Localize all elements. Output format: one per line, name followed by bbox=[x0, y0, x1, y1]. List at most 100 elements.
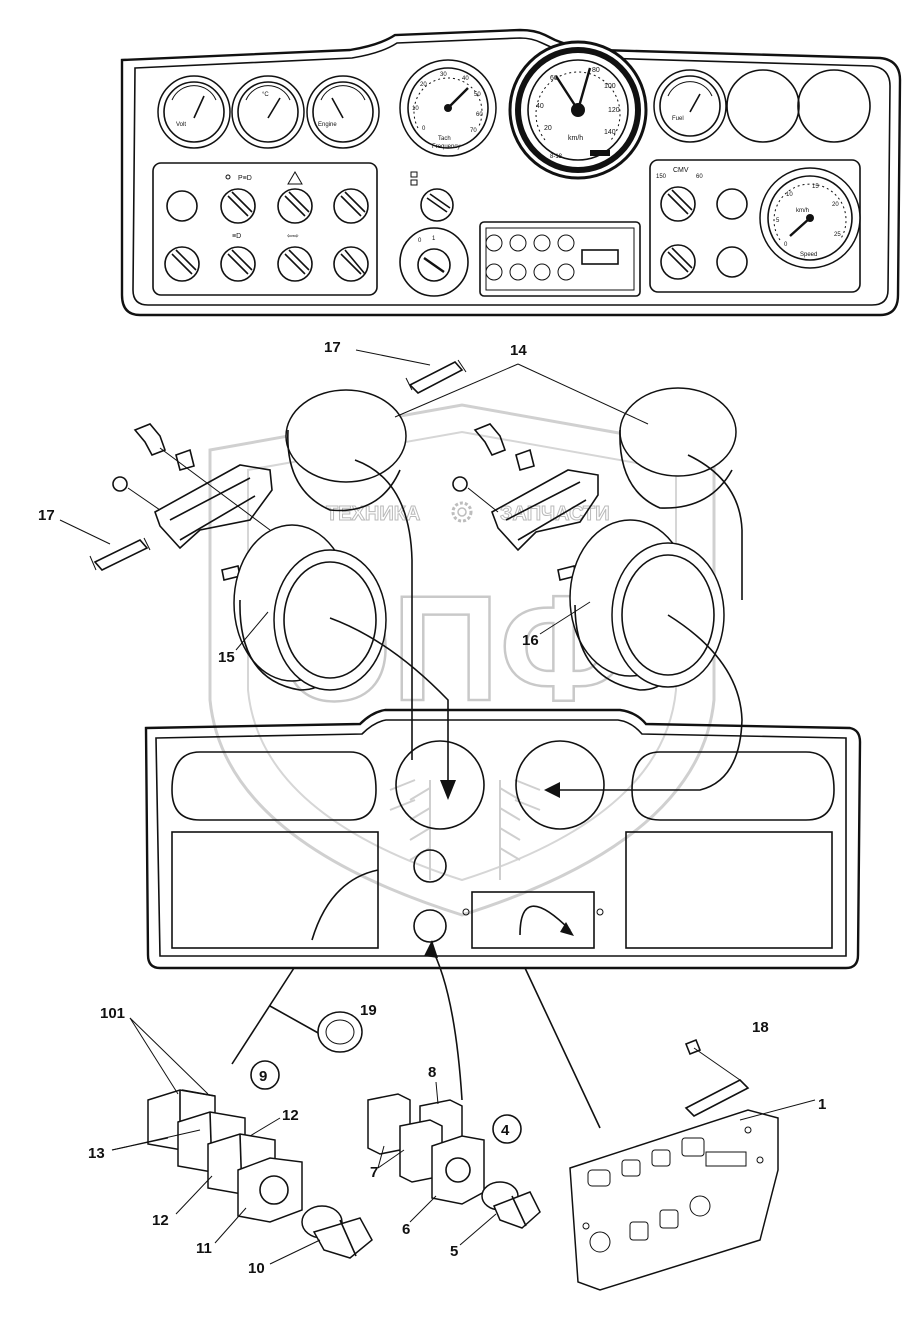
tachometer-gauge: 0 10 20 30 40 50 60 70 Tach Frequency bbox=[399, 59, 497, 157]
blank-fascia-panel bbox=[144, 708, 862, 970]
engine-oil-gauge: Engine bbox=[306, 75, 380, 149]
callout-12-lower: 12 bbox=[152, 1212, 169, 1229]
lens-14-left-leader bbox=[354, 459, 413, 760]
svg-text:40: 40 bbox=[536, 103, 544, 110]
svg-text:0: 0 bbox=[422, 126, 426, 132]
blank-gauge-slot-2 bbox=[797, 69, 871, 143]
cmv-left: 150 bbox=[656, 174, 667, 180]
part-19-indicator-lens bbox=[317, 1011, 363, 1053]
gear-icon bbox=[451, 501, 473, 523]
lens-14-right-leader bbox=[687, 454, 743, 600]
right-bracket-assembly bbox=[452, 423, 599, 581]
speedometer-gauge: 20 40 60 80 100 120 140 km/h 8-18 bbox=[508, 40, 648, 180]
svg-text:1: 1 bbox=[432, 236, 436, 242]
left-switch-stack bbox=[147, 1089, 373, 1259]
svg-text:5: 5 bbox=[776, 218, 780, 224]
part-17-upper-plug bbox=[355, 349, 467, 394]
callout-4: 4 bbox=[501, 1122, 510, 1139]
leader-9 bbox=[231, 967, 295, 1065]
part-17-left-plug bbox=[59, 519, 151, 571]
right-switches: 150 CMV 60 bbox=[656, 167, 748, 280]
svg-text:30: 30 bbox=[440, 72, 447, 78]
middle-switch-stack bbox=[367, 1093, 541, 1229]
left-switch-block bbox=[152, 162, 378, 296]
callout-9: 9 bbox=[259, 1068, 267, 1085]
svg-text:P≡D: P≡D bbox=[238, 175, 252, 182]
svg-text:10: 10 bbox=[786, 192, 793, 198]
warning-light-cluster bbox=[479, 221, 641, 297]
part-14-gauge-lenses bbox=[285, 363, 737, 512]
engine-gauge-label: Engine bbox=[318, 122, 337, 128]
assembled-instrument-panel: Volt °C Engine 0 10 20 30 40 bbox=[120, 28, 902, 317]
speed-center-label: 8-18 bbox=[550, 154, 563, 160]
callout-12-upper: 12 bbox=[282, 1107, 299, 1124]
callout-18: 18 bbox=[752, 1019, 769, 1036]
svg-text:10: 10 bbox=[412, 106, 419, 112]
svg-text:20: 20 bbox=[544, 125, 552, 132]
left-bracket-assembly bbox=[112, 423, 273, 581]
svg-text:140: 140 bbox=[604, 129, 616, 136]
left-switches: P≡D ≡D ⇦⇨ bbox=[164, 171, 369, 282]
temperature-gauge-label: °C bbox=[262, 92, 269, 98]
callout-10: 10 bbox=[248, 1260, 265, 1277]
right-speed-gauge: km/h Speed 0 5 10 15 20 25 bbox=[759, 167, 861, 269]
right-gauge-label: km/h bbox=[796, 208, 809, 214]
callout-15: 15 bbox=[218, 649, 235, 666]
temperature-gauge: °C bbox=[231, 75, 305, 149]
callout-5: 5 bbox=[450, 1243, 458, 1260]
volt-gauge-label: Volt bbox=[176, 122, 186, 128]
svg-text:15: 15 bbox=[812, 184, 819, 190]
callout-13: 13 bbox=[88, 1145, 105, 1162]
leader-19 bbox=[269, 1005, 321, 1035]
callout-101: 101 bbox=[100, 1005, 125, 1022]
callout-14: 14 bbox=[510, 342, 527, 359]
cmv-right: 60 bbox=[696, 174, 703, 180]
svg-text:20: 20 bbox=[420, 82, 427, 88]
callout-16: 16 bbox=[522, 632, 539, 649]
svg-text:40: 40 bbox=[462, 76, 469, 82]
svg-text:60: 60 bbox=[476, 112, 483, 118]
part-15-gauge-body bbox=[233, 524, 456, 800]
svg-text:0: 0 bbox=[418, 238, 422, 244]
group-9-circle bbox=[250, 1060, 280, 1090]
svg-text:60: 60 bbox=[550, 75, 558, 82]
center-key-switch-small bbox=[410, 171, 454, 222]
svg-text:70: 70 bbox=[470, 128, 477, 134]
callout-1: 1 bbox=[818, 1096, 826, 1113]
svg-text:80: 80 bbox=[592, 67, 600, 74]
svg-text:25: 25 bbox=[834, 232, 841, 238]
watermark-left-text: ТЕХНИКА bbox=[326, 503, 420, 525]
group-4-circle bbox=[492, 1114, 522, 1144]
svg-text:0: 0 bbox=[784, 242, 788, 248]
speed-label: km/h bbox=[568, 135, 583, 142]
parking-light-icon bbox=[225, 174, 231, 180]
callout-19: 19 bbox=[360, 1002, 377, 1019]
part-1-warning-light-module bbox=[569, 1038, 816, 1291]
tach-label: Tach bbox=[438, 136, 451, 142]
callout-8: 8 bbox=[428, 1064, 436, 1081]
part-16-gauge-body bbox=[544, 519, 743, 798]
ignition-switch: 0 1 bbox=[399, 227, 469, 297]
cmv-title: CMV bbox=[673, 167, 689, 174]
fuel-gauge: Fuel bbox=[653, 69, 727, 143]
volt-gauge: Volt bbox=[157, 75, 231, 149]
callout-11: 11 bbox=[196, 1240, 212, 1257]
wheat-ear-icon bbox=[389, 779, 541, 880]
svg-text:⇦⇨: ⇦⇨ bbox=[287, 233, 299, 240]
right-gauge-sub: Speed bbox=[800, 252, 817, 258]
svg-text:100: 100 bbox=[604, 83, 616, 90]
blank-gauge-slot-1 bbox=[726, 69, 800, 143]
tach-sub-label: Frequency bbox=[432, 144, 460, 150]
callout-numbers: 17 14 17 15 16 19 101 9 8 18 1 12 4 13 7… bbox=[38, 339, 826, 1277]
callout-7: 7 bbox=[370, 1164, 378, 1181]
callout-17-top: 17 bbox=[324, 339, 341, 356]
svg-text:20: 20 bbox=[832, 202, 839, 208]
callout-leaders bbox=[111, 601, 591, 1265]
callout-17-left: 17 bbox=[38, 507, 55, 524]
leader-1 bbox=[524, 967, 601, 1129]
svg-text:120: 120 bbox=[608, 107, 620, 114]
hazard-icon bbox=[287, 171, 303, 185]
svg-text:50: 50 bbox=[474, 92, 481, 98]
svg-text:≡D: ≡D bbox=[232, 233, 241, 240]
